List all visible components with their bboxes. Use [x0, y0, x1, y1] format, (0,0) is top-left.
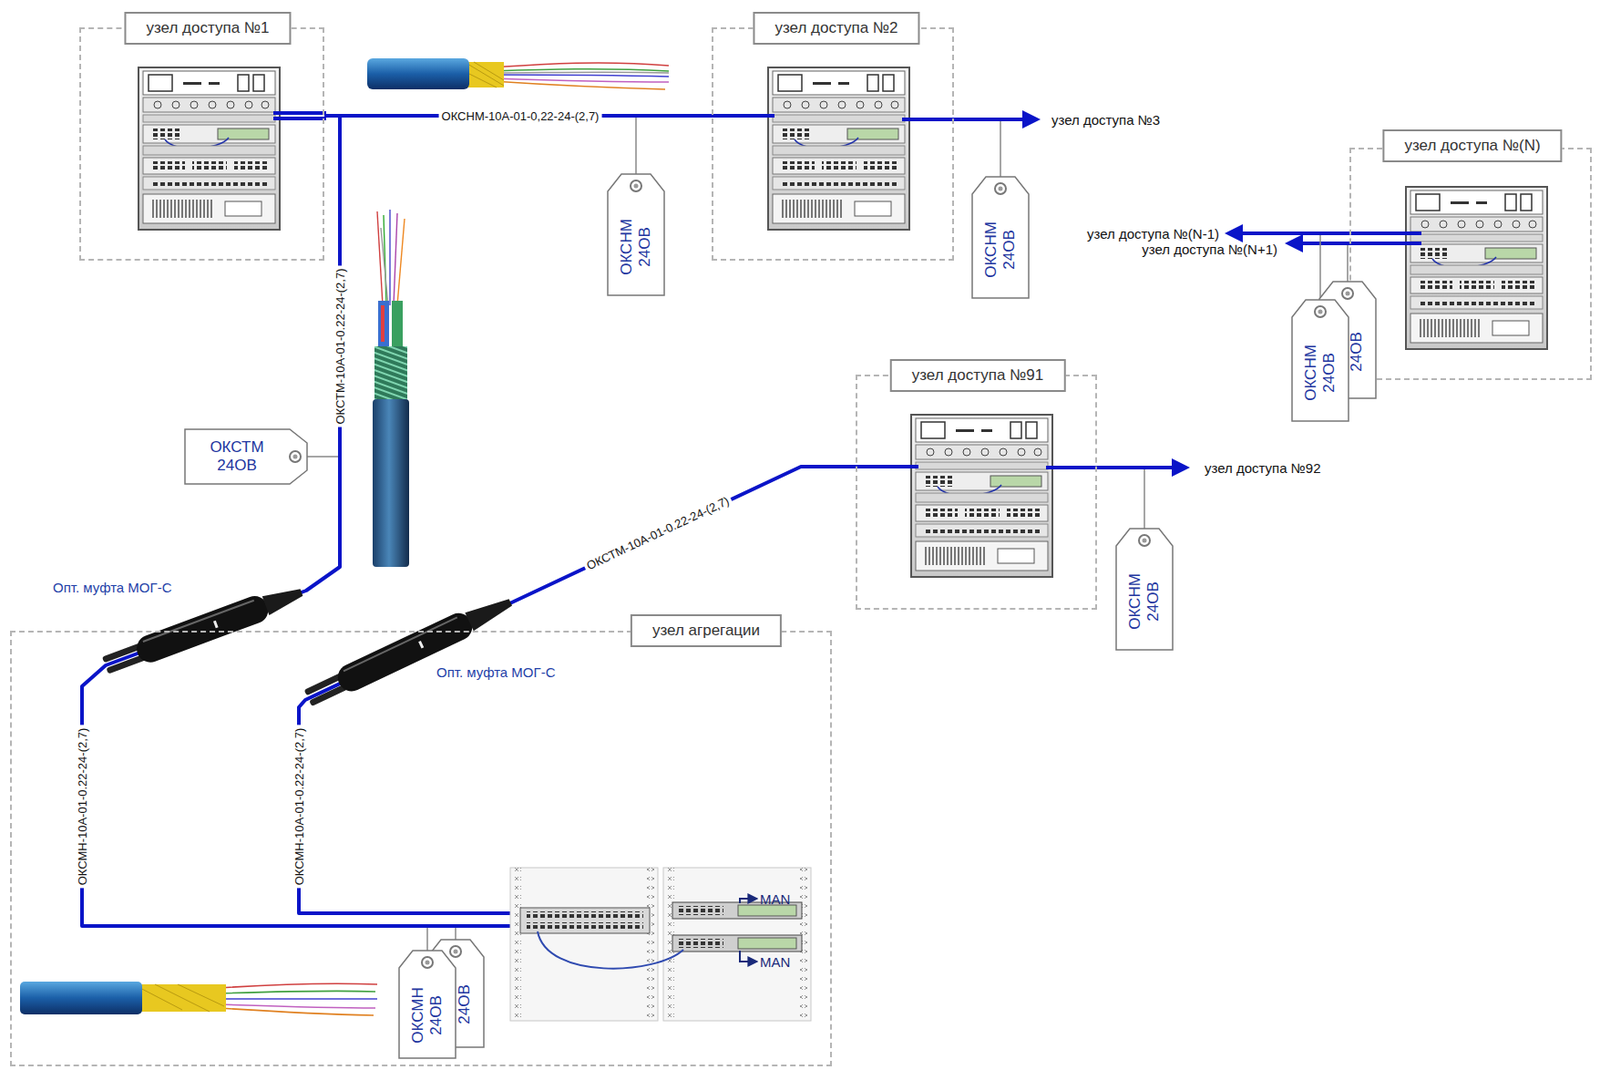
arrow-target: узел доступа №3 [1051, 112, 1160, 128]
tag-text: ОКСТМ 24ОВ [200, 438, 274, 474]
fiber-cable [82, 115, 521, 926]
uplink-label: MAN [759, 891, 790, 907]
cable-tag: ОКСНМ 24ОВ [1291, 298, 1350, 422]
node-title: узел доступа №1 [123, 11, 291, 45]
cable-tag: ОКСМН 24ОВ [398, 949, 457, 1059]
arrow-target: узел доступа №(N+1) [1141, 241, 1278, 257]
node-title: узел доступа №91 [890, 358, 1067, 392]
arrow-target: узел доступа №92 [1204, 460, 1322, 476]
cable-tag: ОКСТМ 24ОВ [184, 428, 308, 485]
arrow-target: узел доступа №(N-1) [1087, 225, 1220, 242]
tag-text: ОКСМН 24ОВ [409, 978, 445, 1052]
cable-label: ОКСМН-10А-01-0.22-24-(2,7) [75, 725, 90, 889]
access-node-zone: узел доступа №(N) [1349, 147, 1592, 380]
cable-tag: ОКСНМ 24ОВ [606, 173, 666, 297]
node-title: узел доступа №(N) [1382, 129, 1562, 163]
access-node-zone: узел доступа №91 [855, 374, 1098, 610]
tag-text: ОКСНМ 24ОВ [982, 213, 1018, 287]
cable-tag: ОКСНМ 24ОВ [971, 175, 1030, 299]
splice-closure-label: Опт. муфта МОГ-С [436, 664, 555, 680]
tag-text: ОКСНМ 24ОВ [1302, 336, 1338, 410]
cable-label: ОКСТМ-10А-01-0.22-24-(2,7) [582, 492, 735, 575]
cable-label: ОКСТМ-10А-01-0.22-24-(2,7) [333, 266, 348, 428]
access-node-zone: узел доступа №1 [79, 27, 325, 261]
splice-closure-label: Опт. муфта МОГ-С [52, 579, 172, 595]
tag-text: ОКСНМ 24ОВ [1126, 564, 1162, 638]
uplink-label: MAN [759, 953, 790, 970]
tag-text: ОКСНМ 24ОВ [617, 210, 654, 284]
cable-label: ОКСМН-10А-01-0.22-24-(2,7) [292, 725, 307, 889]
cable-label: ОКСНМ-10А-01-0,22-24-(2,7) [439, 109, 603, 124]
node-title: узел агрегации [630, 614, 782, 647]
access-node-zone: узел доступа №2 [711, 27, 954, 261]
cable-tag: ОКСНМ 24ОВ [1115, 527, 1174, 651]
node-title: узел доступа №2 [752, 11, 920, 45]
access-node-zone: узел агрегацииОКСМН 24ОВОКСМН 24ОВ [10, 630, 832, 1067]
